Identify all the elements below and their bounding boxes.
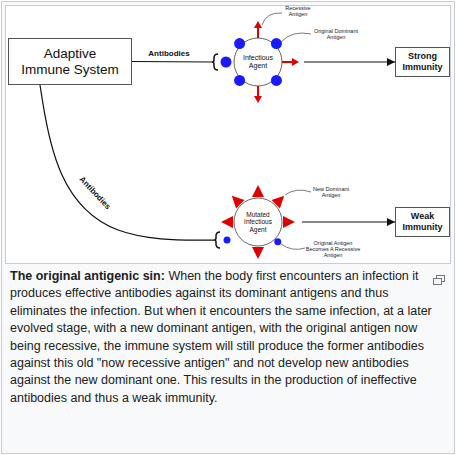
antibody-brackets [212,54,220,248]
node-label: Strong Immunity [398,51,448,73]
leader-line [281,33,311,42]
leader-line [285,190,311,195]
antigen-callout: Original Dominant Antigen [311,28,361,40]
pathogen-circle: Mutated Infectious Agent [214,178,302,266]
antigen-dot [271,38,282,49]
agent-circle [234,38,282,86]
antigen-stem [282,61,293,63]
figure-caption: The original antigenic sin:When the body… [10,268,442,407]
antigen-dot [274,238,281,245]
antigen-dot [224,237,231,244]
node-label: Adaptive Immune System [20,46,121,78]
antigen-triangle [272,196,285,209]
antigen-dot [234,75,245,86]
antibody-curve [40,85,214,240]
immunity-box: Strong Immunity [395,47,450,77]
outcome-arrow [302,221,395,222]
antigen-head [254,96,262,103]
antigen-triangle [252,247,264,259]
antigen-callout: Recessive Antigen [282,5,314,17]
node-label: Mutated Infectious Agent [242,211,274,234]
leader-lines [262,13,311,249]
immune-system-box: Adaptive Immune System [8,38,132,85]
antigen-triangle [221,216,233,228]
expand-icon-front [434,279,442,285]
expand-icon [434,276,445,285]
antigen-stem [257,86,259,97]
antigen-dot [234,38,245,49]
agent-circle [234,198,282,246]
node-label: Weak Immunity [398,211,448,233]
antibody-line [132,61,212,63]
outcome-arrow [304,61,395,62]
antigen-head [292,58,299,66]
node-label: Infectious Agent [241,54,275,70]
image-border [6,6,451,264]
antigen-callout: Original Antigen Becomes A Recessive Ant… [305,240,361,259]
old-antigens [224,237,282,246]
new-dominant-antigens [221,185,295,259]
antigen-triangle [232,196,245,209]
immunity-box: Weak Immunity [395,207,450,237]
pathogen-circle: Infectious Agent [212,18,304,106]
antibody-bracket [212,54,218,70]
edge-label: Antibodies [78,175,113,211]
leader-line [281,244,305,249]
recessive-antigens [254,21,299,103]
dominant-antigens [221,38,282,86]
antigen-dot [271,75,282,86]
caption-title: The original antigenic sin: [10,269,165,283]
caption-text: When the body first encounters an infect… [10,269,432,405]
antigen-stem [257,27,259,38]
leader-line [262,13,282,25]
antigen-callout: New Dominant Antigen [311,186,351,198]
antigen-dot [221,57,232,68]
edge-label: Antibodies [148,49,189,58]
antibody-bracket [214,232,220,248]
antigen-triangle [252,185,264,197]
antigen-head [254,21,262,28]
antigen-triangle [283,216,295,228]
